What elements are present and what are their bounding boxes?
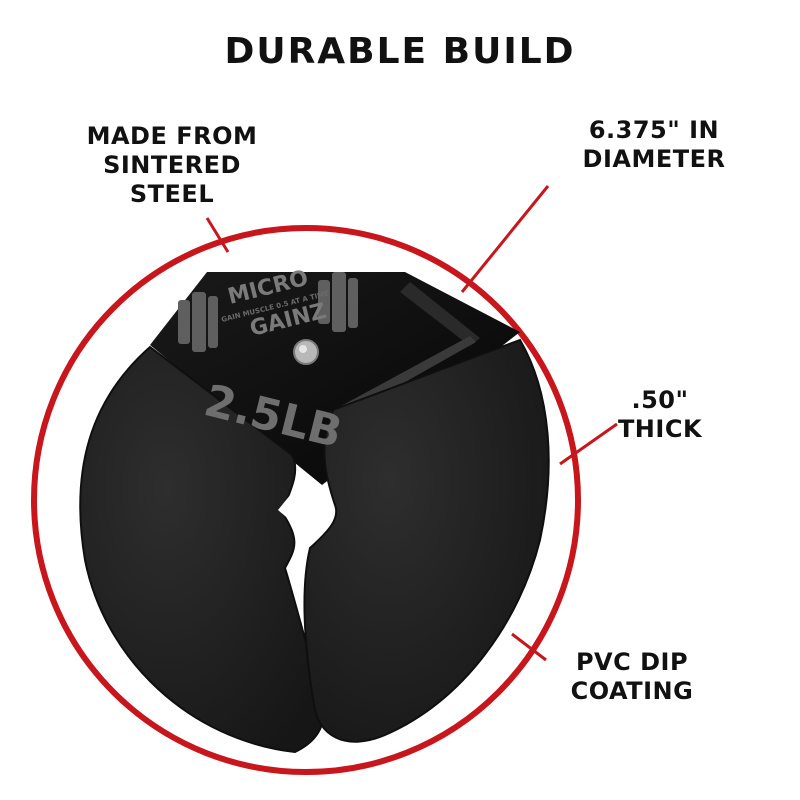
material-callout-line: SINTERED bbox=[103, 151, 241, 179]
steel-wedge bbox=[150, 272, 520, 485]
coating-leader-line bbox=[511, 632, 547, 662]
diameter-callout-line: 6.375" IN bbox=[588, 116, 720, 144]
material-callout: MADE FROM SINTERED STEEL bbox=[58, 122, 286, 209]
diameter-callout: 6.375" IN DIAMETER bbox=[540, 116, 768, 174]
coating-callout-line: PVC DIP bbox=[575, 648, 689, 676]
barbell-logo-icon bbox=[178, 272, 358, 352]
bolt-highlight bbox=[299, 345, 307, 353]
diameter-leader-line bbox=[460, 185, 550, 293]
plate-edge bbox=[400, 282, 480, 346]
material-callout-line: STEEL bbox=[129, 180, 215, 208]
material-callout-line: MADE FROM bbox=[86, 122, 258, 150]
thickness-callout-line: THICK bbox=[617, 415, 703, 443]
coated-plate-left bbox=[79, 345, 325, 754]
thickness-leader-line bbox=[559, 422, 618, 466]
page-title: DURABLE BUILD bbox=[224, 31, 576, 72]
coated-plate-right bbox=[303, 338, 550, 743]
bolt-icon bbox=[293, 339, 319, 365]
coating-callout: PVC DIP COATING bbox=[532, 648, 732, 706]
center-cutout bbox=[278, 478, 332, 534]
material-leader-line bbox=[205, 217, 230, 253]
diameter-ring bbox=[31, 225, 581, 775]
diameter-callout-line: DIAMETER bbox=[582, 145, 726, 173]
thickness-callout: .50" THICK bbox=[560, 386, 760, 444]
coating-callout-line: COATING bbox=[570, 677, 694, 705]
thickness-callout-line: .50" bbox=[631, 386, 689, 414]
